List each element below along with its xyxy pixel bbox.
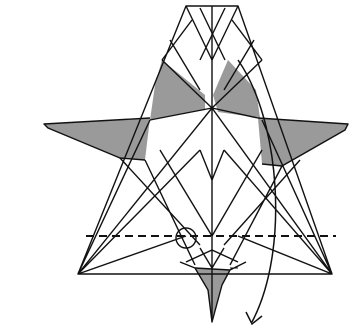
crease	[160, 150, 212, 236]
crease	[212, 150, 224, 180]
crease	[224, 160, 300, 245]
crease	[212, 6, 238, 60]
crease	[200, 150, 212, 180]
crease	[145, 160, 195, 265]
crease	[162, 20, 192, 60]
crease	[78, 150, 200, 274]
crease	[224, 150, 332, 274]
crease	[186, 6, 212, 60]
crease-pattern	[44, 6, 348, 322]
crease	[232, 20, 262, 60]
crease	[120, 158, 200, 245]
